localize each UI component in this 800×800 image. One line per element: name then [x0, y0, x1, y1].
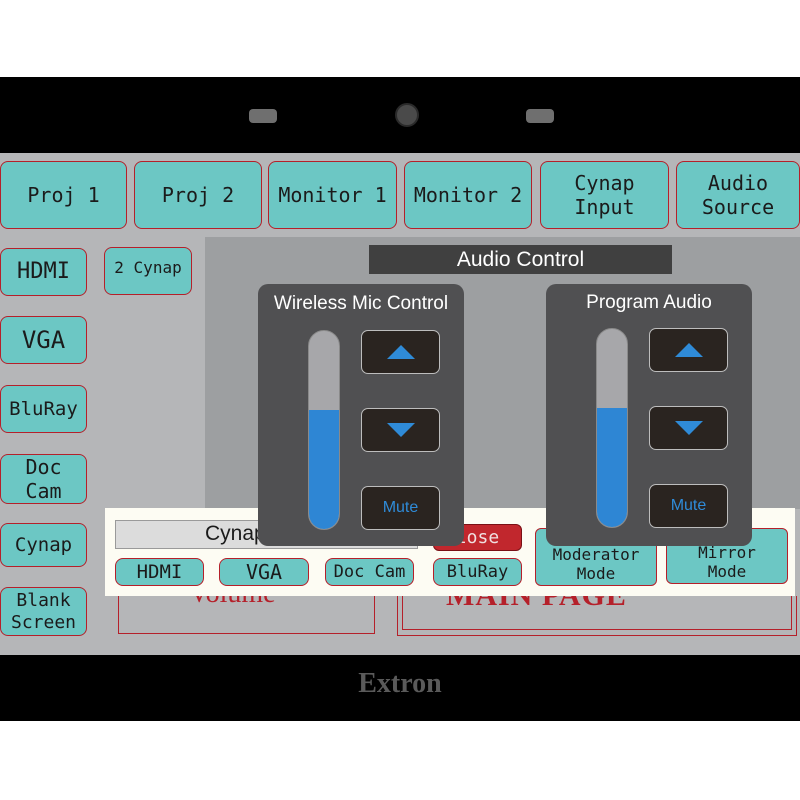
volume-label: Volume	[189, 596, 276, 610]
arrow-up-icon	[674, 343, 703, 357]
wireless-mic-volume-down-button[interactable]	[361, 408, 440, 452]
proj-2-button[interactable]: Proj 2	[134, 161, 262, 229]
cynap-button[interactable]: Cynap	[0, 523, 87, 567]
wireless-mic-mute-button[interactable]: Mute	[361, 486, 440, 530]
brand-logo: Extron	[358, 668, 442, 699]
wireless-mic-level-slider[interactable]	[308, 330, 340, 530]
main-page-button[interactable]: MAIN PAGE	[397, 596, 797, 636]
arrow-up-icon	[386, 345, 415, 359]
audio-control-title: Audio Control	[369, 245, 672, 274]
main-page-label: MAIN PAGE	[446, 596, 627, 613]
hdmi-button[interactable]: HDMI	[0, 248, 87, 296]
wireless-mic-title: Wireless Mic Control	[273, 293, 449, 314]
program-audio-volume-down-button[interactable]	[649, 406, 728, 450]
doc-cam-button[interactable]: Doc Cam	[0, 454, 87, 504]
wireless-mic-volume-up-button[interactable]	[361, 330, 440, 374]
cynap-input-button[interactable]: Cynap Input	[540, 161, 669, 229]
device-bezel-bottom	[0, 655, 800, 721]
bluray-button[interactable]: BluRay	[0, 385, 87, 433]
vga-button[interactable]: VGA	[0, 316, 87, 364]
monitor-1-button[interactable]: Monitor 1	[268, 161, 397, 229]
audio-source-button[interactable]: Audio Source	[676, 161, 800, 229]
cynap-doc-cam-button[interactable]: Doc Cam	[325, 558, 414, 586]
program-audio-level-fill	[597, 408, 627, 527]
arrow-down-icon	[674, 421, 703, 435]
cynap-vga-button[interactable]: VGA	[219, 558, 309, 586]
sensor-right	[526, 109, 554, 123]
program-audio-level-slider[interactable]	[596, 328, 628, 528]
wireless-mic-level-fill	[309, 410, 339, 529]
cynap-bluray-button[interactable]: BluRay	[433, 558, 522, 586]
program-audio-volume-up-button[interactable]	[649, 328, 728, 372]
monitor-2-button[interactable]: Monitor 2	[404, 161, 532, 229]
mute-label: Mute	[670, 497, 707, 514]
program-audio-title: Program Audio	[586, 292, 712, 313]
sensor-left	[249, 109, 277, 123]
mute-label: Mute	[382, 499, 419, 516]
program-audio-mute-button[interactable]: Mute	[649, 484, 728, 528]
arrow-down-icon	[386, 423, 415, 437]
two-cynap-button[interactable]: 2 Cynap	[104, 247, 192, 295]
volume-button[interactable]: Volume	[118, 596, 375, 634]
cynap-hdmi-button[interactable]: HDMI	[115, 558, 204, 586]
camera-icon	[395, 103, 419, 127]
blank-screen-button[interactable]: Blank Screen	[0, 587, 87, 636]
proj-1-button[interactable]: Proj 1	[0, 161, 127, 229]
cynap-popup-title: Cynap	[205, 522, 266, 545]
